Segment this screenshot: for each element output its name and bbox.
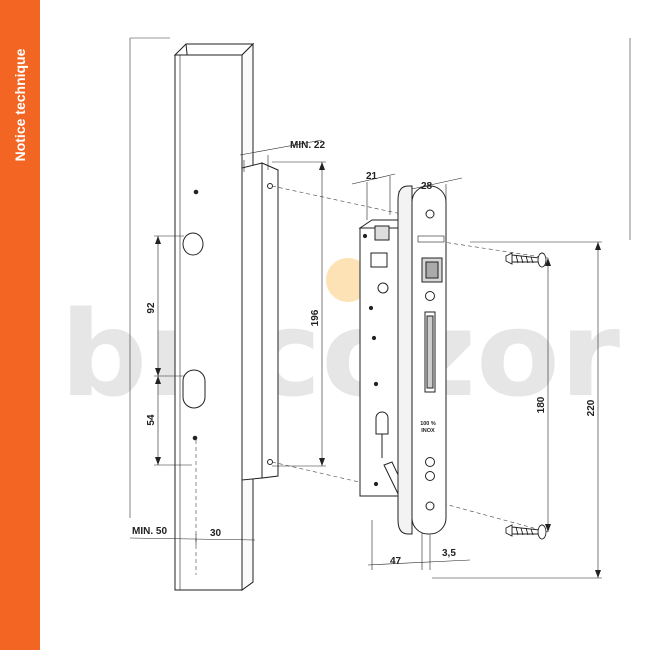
sidebar-strip: Notice technique bbox=[0, 0, 40, 650]
dim-196: 196 bbox=[310, 309, 321, 326]
dimension-arrows bbox=[155, 162, 601, 578]
dim-28: 28 bbox=[421, 181, 433, 192]
dim-min-50: MIN. 50 bbox=[132, 526, 167, 537]
dim-3-5: 3,5 bbox=[442, 548, 456, 559]
watermark: bricozor bbox=[60, 258, 620, 423]
dim-30: 30 bbox=[210, 528, 222, 539]
dim-180: 180 bbox=[536, 396, 547, 413]
dim-21: 21 bbox=[366, 171, 378, 182]
watermark-text: bricozor bbox=[60, 285, 620, 423]
faceplate-icon bbox=[397, 185, 447, 535]
keeper-plate-icon bbox=[241, 162, 279, 481]
screw-icon-bottom bbox=[505, 524, 547, 540]
screw-icon bbox=[505, 252, 547, 268]
dim-47: 47 bbox=[390, 556, 402, 567]
gate-post-icon bbox=[173, 42, 255, 591]
faceplate-label-line2: INOX bbox=[421, 428, 435, 434]
faceplate-label-line1: 100 % bbox=[420, 421, 436, 427]
dim-min-22: MIN. 22 bbox=[290, 140, 325, 151]
watermark-accent-dot bbox=[326, 258, 370, 302]
dim-54: 54 bbox=[146, 414, 157, 426]
frame-lines bbox=[129, 37, 631, 518]
dim-92: 92 bbox=[146, 302, 157, 314]
dim-220: 220 bbox=[586, 399, 597, 416]
